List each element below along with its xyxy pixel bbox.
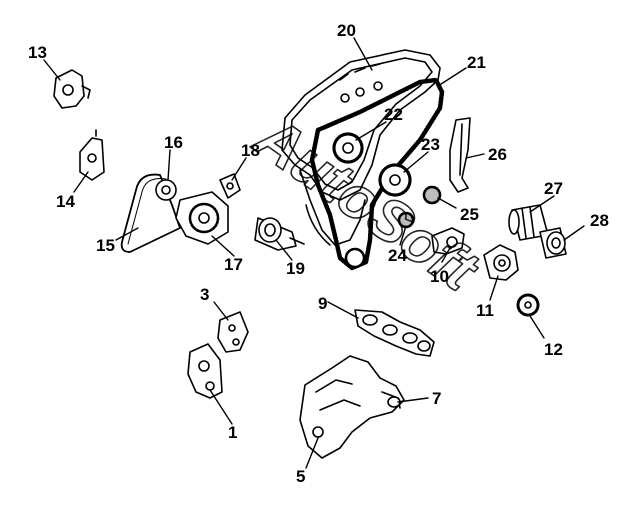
part-pump-27 bbox=[508, 204, 549, 241]
callout-18: 18 bbox=[241, 141, 260, 160]
callout-28: 28 bbox=[590, 211, 609, 230]
callout-23: 23 bbox=[421, 135, 440, 154]
callout-21: 21 bbox=[467, 53, 486, 72]
callout-1: 1 bbox=[228, 423, 237, 442]
part-drive-belt bbox=[120, 173, 181, 253]
part-crank-sprocket bbox=[344, 247, 366, 269]
callout-10: 10 bbox=[430, 267, 449, 286]
part-manifold-gasket bbox=[354, 309, 435, 357]
part-water-pump bbox=[175, 191, 229, 245]
callout-22: 22 bbox=[384, 105, 403, 124]
part-timing-chain bbox=[309, 77, 445, 271]
part-gear-12 bbox=[516, 293, 540, 317]
part-bracket-3 bbox=[217, 311, 249, 353]
callout-labels: 13 14 15 16 17 18 19 20 21 22 23 24 25 2… bbox=[28, 21, 609, 486]
callout-11: 11 bbox=[476, 301, 494, 320]
callout-27: 27 bbox=[544, 179, 563, 198]
part-idler-pulley bbox=[155, 179, 177, 201]
part-pulley-28 bbox=[539, 227, 567, 259]
part-oil-pump bbox=[483, 244, 519, 281]
callout-17: 17 bbox=[224, 255, 243, 274]
part-cam-sprocket bbox=[332, 132, 364, 164]
callout-16: 16 bbox=[164, 133, 183, 152]
callout-13: 13 bbox=[28, 43, 47, 62]
part-timing-cover bbox=[281, 49, 441, 246]
part-chain-tensioner bbox=[431, 227, 465, 255]
callout-25: 25 bbox=[460, 205, 479, 224]
callout-20: 20 bbox=[337, 21, 356, 40]
part-tensioner-bolt bbox=[254, 217, 305, 251]
callout-7: 7 bbox=[432, 389, 441, 408]
leader-lines bbox=[43, 37, 585, 469]
part-sensor-18 bbox=[219, 173, 241, 199]
callout-26: 26 bbox=[488, 145, 507, 164]
callout-14: 14 bbox=[56, 192, 75, 211]
part-exhaust-manifold bbox=[299, 355, 405, 459]
callout-5: 5 bbox=[296, 467, 305, 486]
part-small-sprocket-25 bbox=[422, 185, 442, 205]
callout-24: 24 bbox=[388, 246, 407, 265]
callout-12: 12 bbox=[544, 340, 563, 359]
part-chain-guide-rail bbox=[449, 117, 471, 193]
callout-9: 9 bbox=[318, 294, 327, 313]
part-mount-bracket-1 bbox=[187, 343, 223, 399]
callout-3: 3 bbox=[200, 285, 209, 304]
part-chain-sprocket bbox=[378, 163, 412, 197]
callout-19: 19 bbox=[286, 259, 305, 278]
part-bracket-14 bbox=[79, 129, 105, 181]
callout-15: 15 bbox=[96, 236, 115, 255]
part-mount-bracket-13 bbox=[53, 69, 91, 109]
